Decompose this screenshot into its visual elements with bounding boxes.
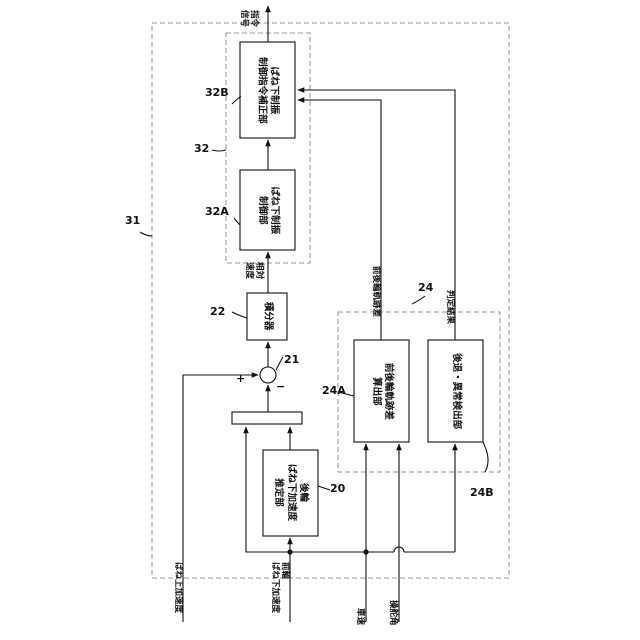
block-command-correction-label: ばね下制振 制御指令補正部: [240, 42, 295, 138]
ref-24b: 24B: [470, 486, 494, 499]
ref-24a: 24A: [322, 384, 346, 397]
signal-track-difference: 前後輪軌跡差: [370, 266, 380, 317]
block-integrator-label: 積分器: [247, 293, 287, 340]
ref-32b: 32B: [205, 86, 229, 99]
junction-dot-front: [287, 549, 292, 554]
ref-21: 21: [284, 353, 299, 366]
signal-vehicle-speed: 車速: [354, 608, 364, 625]
block-unsprung-control-label: ばね下制振 制御部: [240, 170, 295, 250]
ref-24: 24: [418, 281, 433, 294]
signal-command-output: 指令 信号: [238, 10, 258, 27]
signal-sprung-accel: ばね上加速度: [172, 562, 182, 613]
plus-sign: +: [236, 372, 245, 385]
ref-31: 31: [125, 214, 140, 227]
ref-32: 32: [194, 142, 209, 155]
signal-relative-velocity: 相対 速度: [243, 262, 263, 279]
signal-judgment-result: 判定結果: [444, 290, 454, 324]
ref-22: 22: [210, 305, 225, 318]
block-selector-bar: [232, 412, 302, 424]
ref-20: 20: [330, 482, 345, 495]
signal-steering-angle: 操舵角: [387, 600, 397, 626]
block-track-diff-label: 前後輪軌跡差 算出部: [354, 340, 409, 442]
summing-junction-21: [260, 367, 276, 383]
block-rear-accel-label: 後輪 ばね下加速度 推定部: [263, 450, 318, 536]
signal-front-unsprung-accel: 前輪 ばね下加速度: [269, 562, 289, 613]
minus-sign: −: [276, 380, 285, 393]
block-reverse-detect-label: 後退・異常検出部: [428, 340, 483, 442]
junction-dot-speed: [363, 549, 368, 554]
ref-32a: 32A: [205, 205, 229, 218]
